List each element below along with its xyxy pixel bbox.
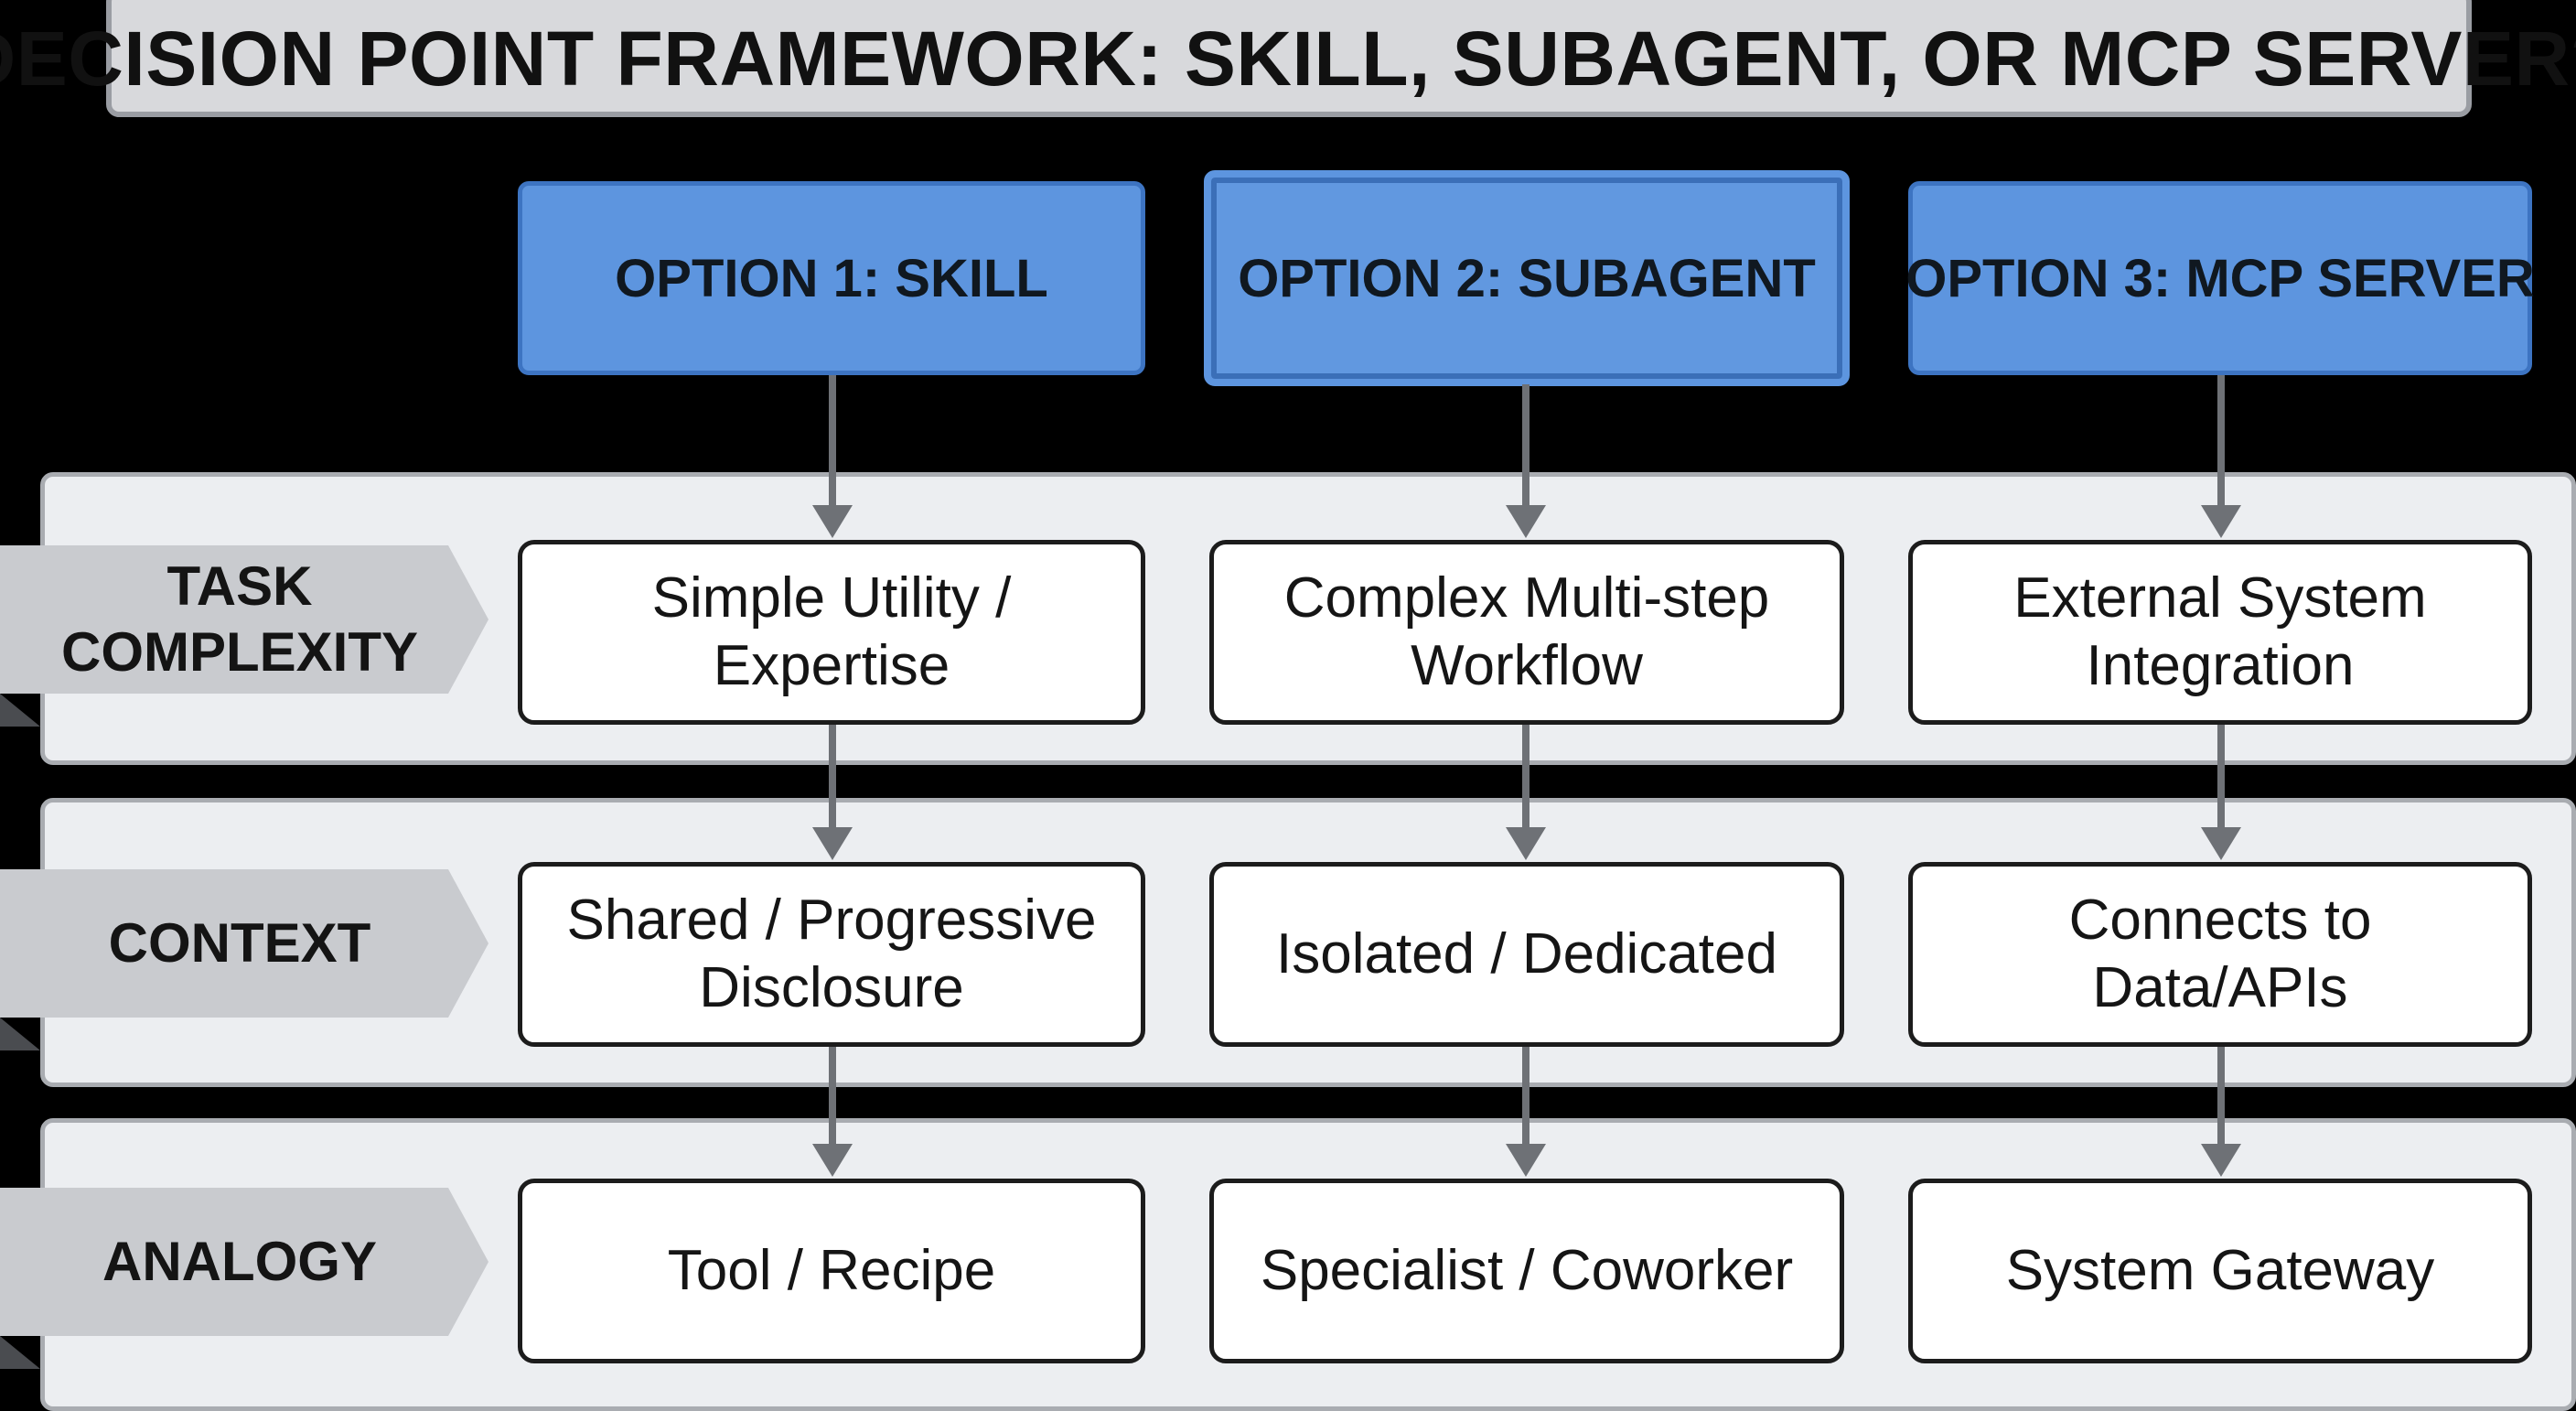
connector-line	[1522, 1045, 1530, 1147]
connector-line	[2217, 723, 2225, 831]
option-label: OPTION 1: SKILL	[615, 248, 1048, 308]
row-label-analogy: ANALOGY	[0, 1188, 488, 1336]
row-label-context: CONTEXT	[0, 869, 488, 1018]
cell-text: Specialist / Coworker	[1260, 1239, 1794, 1302]
row-label-fold	[0, 1018, 40, 1050]
cell-skill-task-complexity: Simple Utility / Expertise	[518, 540, 1145, 725]
cell-text: External System Integration	[2013, 566, 2427, 697]
connector-line	[829, 375, 836, 509]
connector-line	[2217, 375, 2225, 509]
title-banner: DECISION POINT FRAMEWORK: SKILL, SUBAGEN…	[0, 0, 2576, 117]
row-label-fold	[0, 694, 40, 727]
arrow-down-icon	[1506, 827, 1546, 860]
cell-subagent-analogy: Specialist / Coworker	[1209, 1179, 1844, 1363]
connector-line	[829, 723, 836, 831]
arrow-down-icon	[1506, 1144, 1546, 1177]
arrow-down-icon	[812, 827, 853, 860]
option-subagent[interactable]: OPTION 2: SUBAGENT	[1204, 170, 1850, 386]
cell-text: Tool / Recipe	[667, 1239, 996, 1302]
row-label-text: CONTEXT	[108, 912, 371, 974]
row-label-task-complexity: TASK COMPLEXITY	[0, 545, 488, 694]
cell-text: Shared / Progressive Disclosure	[566, 889, 1097, 1019]
option-skill[interactable]: OPTION 1: SKILL	[518, 181, 1145, 375]
arrow-down-icon	[2201, 1144, 2241, 1177]
option-label: OPTION 3: MCP SERVER	[1905, 248, 2535, 308]
cell-subagent-task-complexity: Complex Multi-step Workflow	[1209, 540, 1844, 725]
row-label-fold	[0, 1336, 40, 1369]
cell-subagent-context: Isolated / Dedicated	[1209, 862, 1844, 1047]
cell-text: Complex Multi-step Workflow	[1283, 566, 1770, 697]
cell-text: System Gateway	[2005, 1239, 2435, 1302]
row-label-text: TASK COMPLEXITY	[60, 555, 419, 683]
connector-line	[1522, 384, 1530, 509]
arrow-down-icon	[1506, 505, 1546, 538]
arrow-down-icon	[2201, 827, 2241, 860]
cell-mcp-server-analogy: System Gateway	[1908, 1179, 2532, 1363]
connector-line	[1522, 723, 1530, 831]
cell-text: Isolated / Dedicated	[1275, 922, 1777, 986]
cell-skill-analogy: Tool / Recipe	[518, 1179, 1145, 1363]
page-title: DECISION POINT FRAMEWORK: SKILL, SUBAGEN…	[0, 15, 2576, 102]
arrow-down-icon	[812, 1144, 853, 1177]
cell-mcp-server-context: Connects to Data/APIs	[1908, 862, 2532, 1047]
connector-line	[2217, 1045, 2225, 1147]
arrow-down-icon	[2201, 505, 2241, 538]
connector-line	[829, 1045, 836, 1147]
option-label: OPTION 2: SUBAGENT	[1238, 248, 1816, 308]
cell-text: Connects to Data/APIs	[2068, 889, 2372, 1019]
cell-text: Simple Utility / Expertise	[651, 566, 1012, 697]
cell-mcp-server-task-complexity: External System Integration	[1908, 540, 2532, 725]
arrow-down-icon	[812, 505, 853, 538]
option-mcp-server[interactable]: OPTION 3: MCP SERVER	[1905, 181, 2535, 375]
cell-skill-context: Shared / Progressive Disclosure	[518, 862, 1145, 1047]
row-label-text: ANALOGY	[102, 1231, 377, 1292]
